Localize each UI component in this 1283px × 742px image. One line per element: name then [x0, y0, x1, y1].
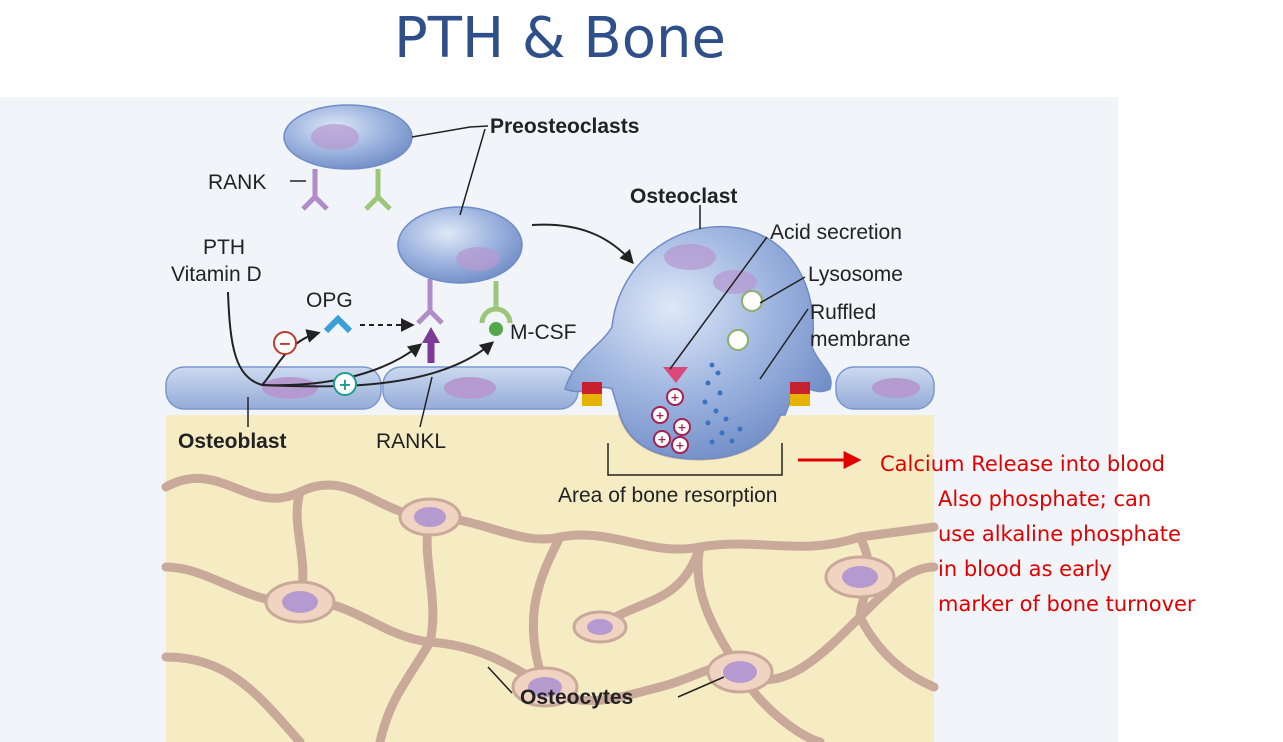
- sealing-zone: [582, 382, 602, 394]
- osteoclast: [564, 225, 832, 460]
- label-rank: RANK: [208, 171, 266, 194]
- label-pth: PTH: [203, 236, 245, 259]
- protons: [651, 388, 691, 454]
- annotation-line-2: Also phosphate; can: [938, 487, 1152, 511]
- slide-title: PTH & Bone: [394, 6, 726, 71]
- osteocytes: [264, 497, 896, 708]
- preosteoclast-top: [283, 104, 413, 211]
- label-osteoblast: Osteoblast: [178, 430, 287, 453]
- label-osteoclast: Osteoclast: [630, 185, 737, 208]
- plus-glyph: +: [338, 375, 351, 394]
- label-ruffled: Ruffled: [810, 301, 876, 324]
- bone-remodeling-diagram: Preosteoclasts RANK PTH Vitamin D OPG M-…: [161, 104, 939, 742]
- label-area-bone-resorption: Area of bone resorption: [558, 484, 777, 507]
- figure-panel: Preosteoclasts RANK PTH Vitamin D OPG M-…: [0, 97, 1118, 742]
- label-rankl: RANKL: [376, 430, 446, 453]
- lysosome-granule: [727, 329, 749, 351]
- proton-plus: +: [675, 439, 684, 452]
- label-mcsf: M-CSF: [510, 321, 577, 344]
- rankl-ligand: [422, 327, 440, 343]
- enzyme-dots: [702, 362, 743, 445]
- sealing-zone: [790, 382, 810, 394]
- lysosome-granule: [741, 290, 763, 312]
- annotation-line-1: Calcium Release into blood: [880, 452, 1166, 476]
- proton-plus: +: [655, 409, 664, 422]
- proton-plus: +: [677, 421, 686, 434]
- acid-pump: [663, 367, 688, 383]
- label-vitamin-d: Vitamin D: [171, 263, 262, 286]
- annotation-line-5: marker of bone turnover: [938, 592, 1196, 616]
- proton-plus: +: [657, 433, 666, 446]
- annotation-line-4: in blood as early: [938, 557, 1112, 581]
- stimulate-symbol: [333, 372, 357, 396]
- proton-plus: +: [670, 391, 679, 404]
- label-opg: OPG: [306, 289, 353, 312]
- label-osteocytes: Osteocytes: [520, 686, 633, 709]
- opg-molecule: [323, 314, 353, 334]
- inhibit-symbol: [273, 331, 297, 355]
- annotation-line-3: use alkaline phosphate: [938, 522, 1181, 546]
- label-acid-secretion: Acid secretion: [770, 221, 902, 244]
- preosteoclast-middle: [397, 206, 523, 363]
- label-lysosome: Lysosome: [808, 263, 903, 286]
- leader-lines: [247, 125, 809, 698]
- label-membrane: membrane: [810, 328, 910, 351]
- label-preosteoclasts: Preosteoclasts: [490, 115, 639, 138]
- mcsf-ligand: [489, 322, 503, 336]
- minus-glyph: −: [278, 334, 291, 353]
